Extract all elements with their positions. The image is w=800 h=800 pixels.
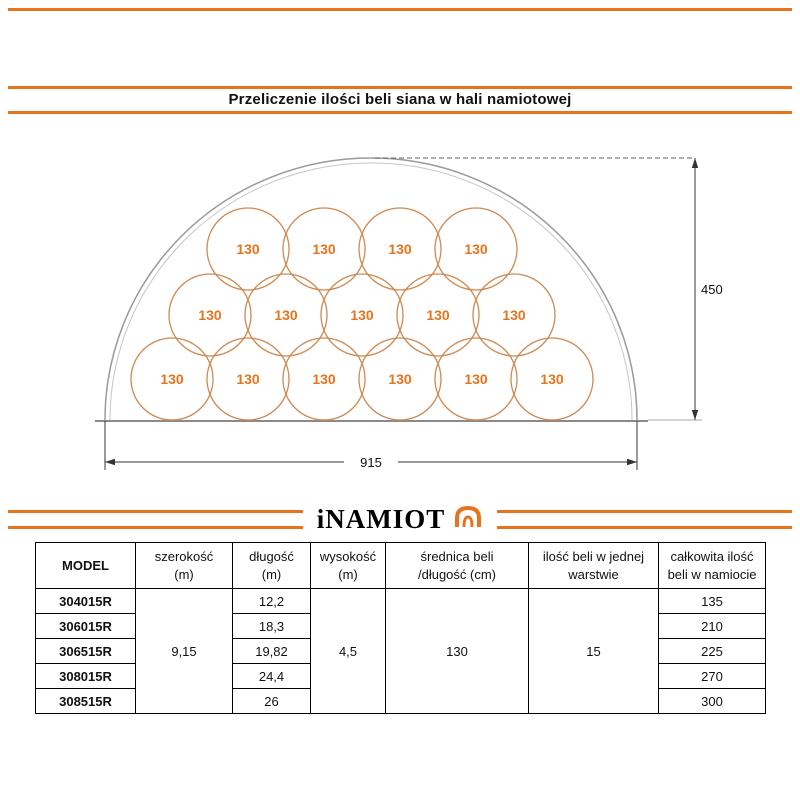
cell-wysokosc-shared: 4,5 [310, 588, 386, 714]
hay-bale: 130 [168, 273, 252, 357]
height-dimension: 450 [375, 157, 723, 421]
hay-bale-label: 130 [236, 371, 260, 387]
hay-bale: 130 [244, 273, 328, 357]
hay-bale-label: 130 [160, 371, 184, 387]
hay-bale-label: 130 [236, 241, 260, 257]
hay-bale: 130 [206, 337, 290, 421]
hay-bale-label: 130 [388, 371, 412, 387]
hay-bale-label: 130 [198, 307, 222, 323]
col-header-wysokosc: wysokość (m) [310, 542, 386, 589]
tent-arch [95, 157, 648, 422]
cell-total: 210 [658, 613, 766, 639]
hay-bale-label: 130 [312, 371, 336, 387]
cell-model: 306015R [35, 613, 136, 639]
banner-lines-right [497, 509, 792, 529]
cell-dlugosc: 18,3 [232, 613, 311, 639]
banner-lines-left [8, 509, 303, 529]
hay-bale: 130 [320, 273, 404, 357]
width-dimension: 915 [104, 421, 638, 470]
height-dimension-label: 450 [701, 282, 723, 297]
spec-table: MODEL szerokość (m) długość (m) wysokość… [35, 542, 766, 714]
cell-dlugosc: 19,82 [232, 638, 311, 664]
hay-bale: 130 [434, 207, 518, 291]
top-rule [8, 8, 792, 11]
cell-srednica-shared: 130 [385, 588, 529, 714]
width-dimension-label: 915 [360, 455, 382, 470]
hay-bale: 130 [282, 337, 366, 421]
diagram-svg: 130 130 130 130 130 130 130 130 [95, 157, 723, 470]
hay-bale-label: 130 [388, 241, 412, 257]
cell-dlugosc: 24,4 [232, 663, 311, 689]
hay-bale-label: 130 [464, 371, 488, 387]
hay-bale-label: 130 [426, 307, 450, 323]
cell-dlugosc: 12,2 [232, 588, 311, 614]
tent-icon [453, 504, 483, 535]
col-header-dlugosc: długość (m) [232, 542, 311, 589]
cell-total: 135 [658, 588, 766, 614]
hay-bale-label: 130 [312, 241, 336, 257]
cell-model: 308515R [35, 688, 136, 714]
hay-bale: 130 [358, 207, 442, 291]
col-header-ilosc-warstwa: ilość beli w jednej warstwie [528, 542, 659, 589]
logo: iNAMIOT [317, 504, 484, 535]
col-header-szerokosc: szerokość (m) [135, 542, 233, 589]
cell-dlugosc: 26 [232, 688, 311, 714]
hay-bale-label: 130 [350, 307, 374, 323]
hay-bale: 130 [282, 207, 366, 291]
hay-bale-label: 130 [464, 241, 488, 257]
brand-banner: iNAMIOT [8, 500, 792, 538]
hay-bale: 130 [396, 273, 480, 357]
hay-bale: 130 [510, 337, 594, 421]
logo-text: iNAMIOT [316, 503, 446, 534]
hay-bale: 130 [472, 273, 556, 357]
col-header-model: MODEL [35, 542, 136, 589]
table-row: 308515R 26 300 [35, 688, 766, 714]
cell-total: 225 [658, 638, 766, 664]
cell-model: 304015R [35, 588, 136, 614]
hay-bale: 130 [358, 337, 442, 421]
table-row: 306515R 19,82 225 [35, 638, 766, 664]
hay-bale: 130 [206, 207, 290, 291]
page-title: Przeliczenie ilości beli siana w hali na… [228, 91, 572, 108]
cell-total: 270 [658, 663, 766, 689]
col-header-srednica: średnica beli /długość (cm) [385, 542, 529, 589]
hay-bale-label: 130 [540, 371, 564, 387]
hay-bale: 130 [130, 337, 214, 421]
title-rule-above [8, 86, 792, 89]
col-header-calkowita: całkowita ilość beli w namiocie [658, 542, 766, 589]
hay-bale-label: 130 [274, 307, 298, 323]
cell-model: 306515R [35, 638, 136, 664]
table-row: 308015R 24,4 270 [35, 663, 766, 689]
cell-szerokosc-shared: 9,15 [135, 588, 233, 714]
hay-bale: 130 [434, 337, 518, 421]
table-row: 304015R 9,15 12,2 4,5 130 15 135 [35, 588, 766, 714]
cell-ilosc-warstwa-shared: 15 [528, 588, 659, 714]
hay-bale-label: 130 [502, 307, 526, 323]
table-header-row: MODEL szerokość (m) długość (m) wysokość… [35, 542, 766, 589]
cell-total: 300 [658, 688, 766, 714]
title-rule-below [8, 111, 792, 114]
cell-model: 308015R [35, 663, 136, 689]
tent-cross-section-diagram: 130 130 130 130 130 130 130 130 [0, 140, 800, 485]
